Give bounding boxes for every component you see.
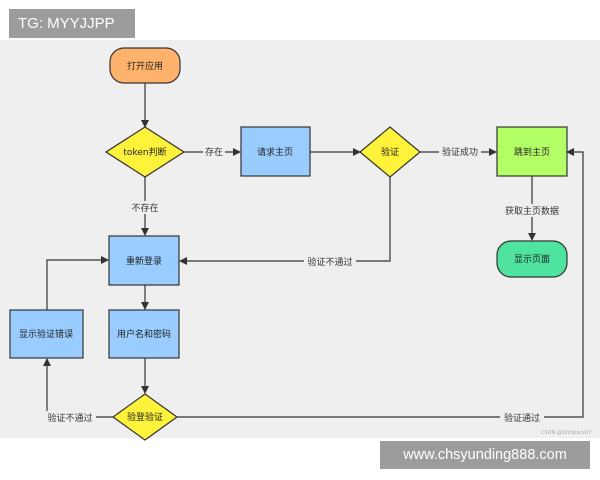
label-open-app: 打开应用	[127, 60, 163, 72]
label-show-page: 显示页面	[514, 254, 550, 265]
edge-verify-to-relogin	[179, 177, 391, 265]
node-relogin	[108, 235, 180, 286]
node-show-page	[496, 240, 568, 278]
edge-label-exists: 存在	[205, 146, 223, 158]
label-login-verify: 验登验证	[127, 411, 163, 423]
label-username-password: 用户名和密码	[117, 328, 171, 340]
label-verify: 验证	[381, 146, 399, 158]
node-open-app	[109, 47, 181, 84]
node-token-check	[104, 126, 186, 178]
edge-label-not-exists: 不存在	[131, 202, 158, 214]
edge-label-verify-success: 验证成功	[442, 146, 478, 158]
node-login-verify	[111, 393, 179, 441]
label-goto-home: 跳到主页	[514, 146, 550, 158]
label-show-error: 显示验证错误	[19, 328, 73, 340]
edge-label-verify-pass: 验证通过	[504, 412, 540, 424]
node-username-password	[108, 309, 180, 359]
label-token-check: token判断	[123, 146, 166, 158]
edge-label-verify-fail-relogin: 验证不通过	[307, 256, 352, 268]
node-request-home	[240, 126, 311, 177]
edge-loginverify-to-error	[43, 358, 113, 418]
node-goto-home	[496, 126, 568, 177]
edge-label-verify-fail-error: 验证不通过	[47, 412, 92, 424]
diagram-canvas	[0, 40, 600, 438]
node-verify	[359, 126, 421, 178]
credit-text: CSDN @Ohfqzvzv07	[541, 430, 592, 436]
edge-loginverify-to-goto	[177, 148, 584, 418]
bottom-watermark: www.chsyunding888.com	[380, 441, 590, 469]
top-watermark: TG: MYYJJPP	[9, 9, 135, 38]
edge-error-to-relogin	[46, 256, 109, 310]
node-show-error	[9, 309, 84, 359]
edge-label-get-home-data: 获取主页数据	[505, 205, 559, 217]
label-relogin: 重新登录	[126, 255, 162, 267]
label-request-home: 请求主页	[257, 146, 293, 158]
